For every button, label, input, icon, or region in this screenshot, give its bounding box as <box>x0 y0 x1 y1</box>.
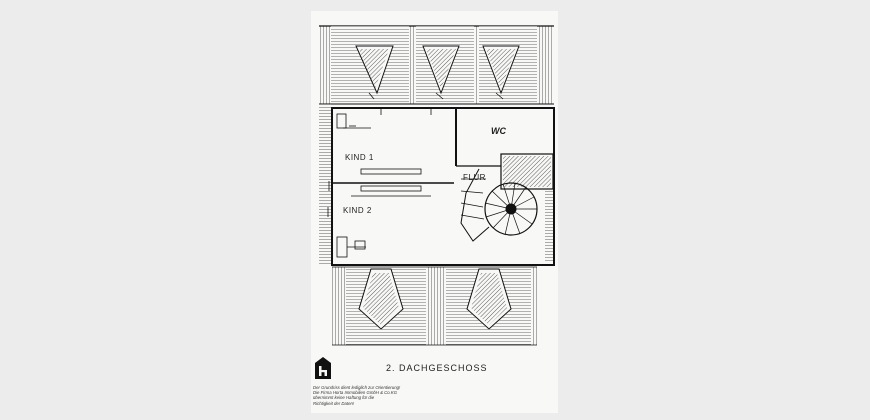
room-label-kind1: KIND 1 <box>345 153 374 162</box>
disclaimer-line: übernimmt keine Haftung für die <box>313 395 375 401</box>
roof-bottom <box>332 266 537 346</box>
stair-core-hatch <box>503 156 551 187</box>
roof-right-edge <box>545 181 554 261</box>
floor-plan-drawing <box>319 25 555 346</box>
floor-title: 2. DACHGESCHOSS <box>386 363 488 373</box>
house-h-logo-icon <box>315 357 331 379</box>
disclaimer-text: Der Grundriss dient lediglich zur Orient… <box>313 385 463 406</box>
roof-top <box>319 25 554 106</box>
walls <box>331 107 555 266</box>
room-label-flur: FLUR <box>463 173 486 182</box>
room-label-wc: WC <box>491 126 506 136</box>
spiral-staircase <box>460 168 538 242</box>
interior-details <box>327 108 432 258</box>
disclaimer-line: Die Firma Horta Immobilien GmbH & Co.KG <box>313 390 398 396</box>
disclaimer-line: Der Grundriss dient lediglich zur Orient… <box>313 385 401 390</box>
floor-plan-sheet: KIND 1 KIND 2 WC FLUR 2. DACHGESCHOSS De… <box>311 11 558 413</box>
room-label-kind2: KIND 2 <box>343 206 372 215</box>
disclaimer-line: Richtigkeit der Daten! <box>313 400 355 406</box>
roof-left-edge <box>319 104 331 264</box>
